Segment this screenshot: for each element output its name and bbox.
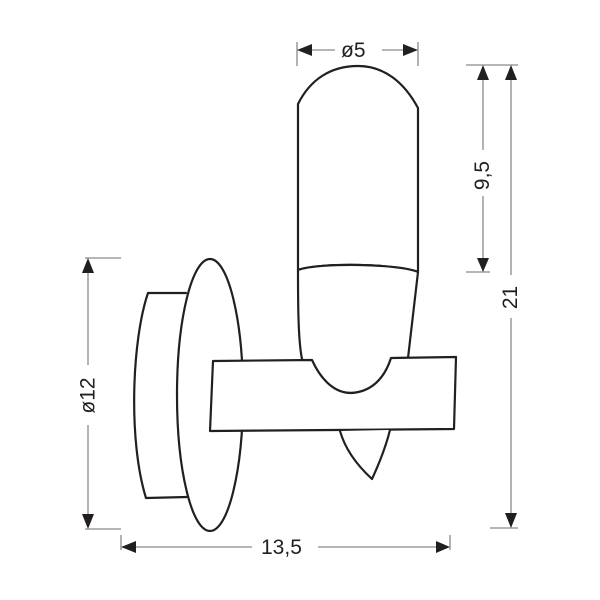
wall-plate	[133, 291, 189, 500]
label-base-diameter: ø12	[77, 372, 100, 418]
label-total-height: 21	[499, 281, 522, 313]
arm-bar	[208, 355, 458, 433]
dim-shade-diameter	[296, 42, 419, 66]
dim-base-diameter	[82, 257, 121, 530]
lamp-shade	[296, 64, 420, 274]
dim-shade-height	[466, 64, 490, 273]
lamp-tip	[338, 428, 392, 481]
label-shade-height: 9,5	[471, 156, 494, 194]
dim-total-height	[490, 64, 518, 529]
dim-total-depth	[120, 535, 451, 553]
label-shade-diameter: ø5	[337, 40, 370, 61]
label-total-depth: 13,5	[257, 537, 306, 558]
